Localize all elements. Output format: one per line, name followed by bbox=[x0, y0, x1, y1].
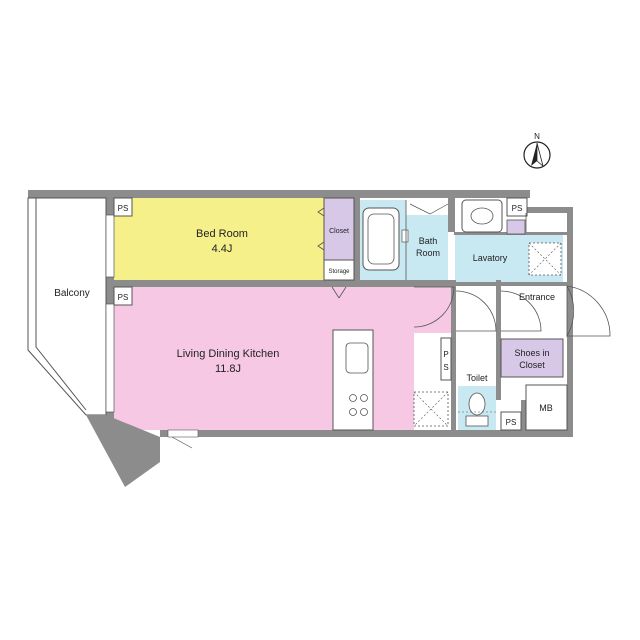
svg-text:PS: PS bbox=[512, 204, 523, 213]
shoes-closet-floor bbox=[501, 339, 563, 377]
bedroom-floor bbox=[114, 198, 324, 280]
shoes-closet-label-2: Closet bbox=[519, 360, 545, 370]
north-compass: N bbox=[523, 132, 551, 169]
ldk-floor-corner bbox=[414, 287, 454, 333]
svg-text:S: S bbox=[443, 363, 448, 372]
entrance-label: Entrance bbox=[519, 292, 555, 302]
bath-floor-2 bbox=[406, 215, 448, 280]
shoes-closet: Shoes in Closet bbox=[500, 338, 564, 378]
interior-lines bbox=[405, 200, 527, 280]
toilet: Toilet bbox=[458, 373, 496, 427]
lavatory-label: Lavatory bbox=[473, 253, 508, 263]
bedroom-name: Bed Room bbox=[196, 228, 248, 240]
bathroom: Bath Room bbox=[362, 203, 449, 271]
ps-boxes: PS PS PS PS P S bbox=[113, 197, 528, 431]
svg-text:PS: PS bbox=[118, 293, 129, 302]
toilet-label: Toilet bbox=[466, 373, 488, 383]
meter-box: MB bbox=[525, 384, 568, 431]
mb-label: MB bbox=[539, 403, 553, 413]
doors bbox=[413, 285, 611, 338]
storage-label: Storage bbox=[328, 269, 350, 275]
balcony-label: Balcony bbox=[54, 288, 90, 299]
svg-text:P: P bbox=[443, 350, 448, 359]
bath-label-2: Room bbox=[416, 248, 440, 258]
closet-label: Closet bbox=[329, 228, 349, 235]
lavatory: Lavatory bbox=[461, 199, 562, 276]
bath-label-1: Bath bbox=[419, 236, 438, 246]
bedroom: Bed Room 4.4J bbox=[196, 207, 325, 255]
compass-label: N bbox=[534, 132, 540, 141]
balcony-window bbox=[105, 214, 115, 413]
ldk: Living Dining Kitchen 11.8J bbox=[167, 329, 449, 449]
cooktop-icon bbox=[349, 394, 368, 416]
svg-text:PS: PS bbox=[118, 204, 129, 213]
balcony: Balcony bbox=[27, 197, 160, 487]
svg-text:PS: PS bbox=[506, 418, 517, 427]
ldk-size: 11.8J bbox=[215, 363, 241, 375]
closet-floor bbox=[324, 198, 354, 260]
storage: Storage bbox=[323, 259, 355, 299]
ldk-name: Living Dining Kitchen bbox=[177, 348, 280, 360]
bedroom-size: 4.4J bbox=[212, 243, 233, 255]
shoes-closet-label-1: Shoes in bbox=[514, 348, 549, 358]
